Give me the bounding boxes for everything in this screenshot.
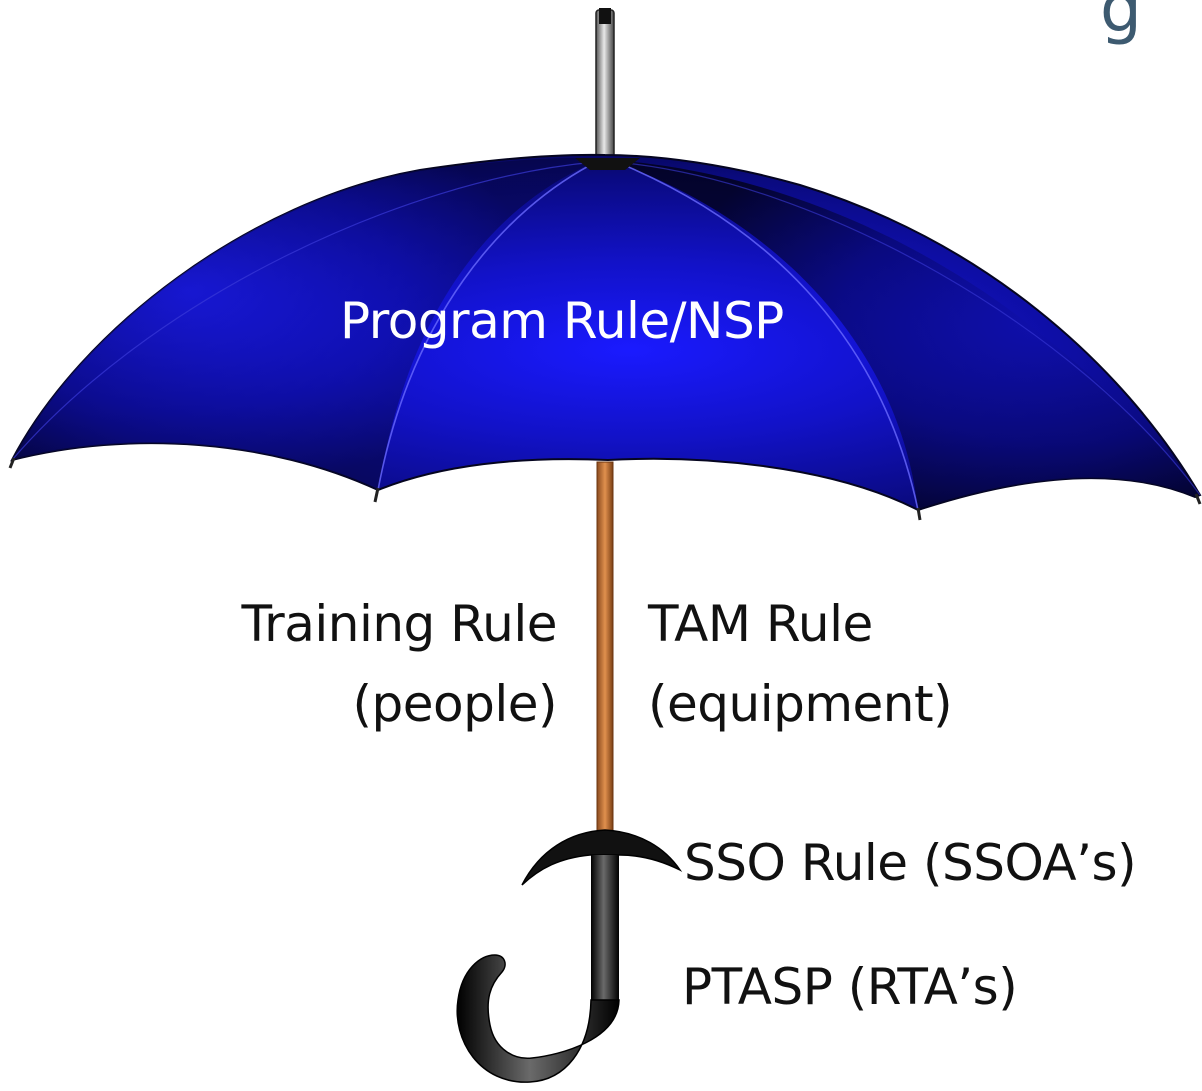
tam-rule-subtitle: (equipment) — [648, 675, 953, 733]
title-fragment: g — [1100, 0, 1142, 47]
umbrella-shaft — [596, 461, 614, 843]
umbrella-handle — [456, 855, 620, 1083]
sso-rule-label: SSO Rule (SSOA’s) — [684, 834, 1137, 892]
canopy-label: Program Rule/NSP — [340, 292, 784, 350]
training-rule-title: Training Rule — [241, 595, 557, 653]
handle-collar — [521, 829, 683, 886]
umbrella-canopy — [8, 153, 1202, 521]
tam-rule-title: TAM Rule — [648, 595, 873, 653]
training-rule-label: Training Rule (people) — [241, 584, 557, 744]
training-rule-subtitle: (people) — [352, 675, 558, 733]
tam-rule-label: TAM Rule (equipment) — [648, 584, 953, 744]
ptasp-label: PTASP (RTA’s) — [682, 958, 1018, 1016]
umbrella-tip — [595, 8, 615, 161]
